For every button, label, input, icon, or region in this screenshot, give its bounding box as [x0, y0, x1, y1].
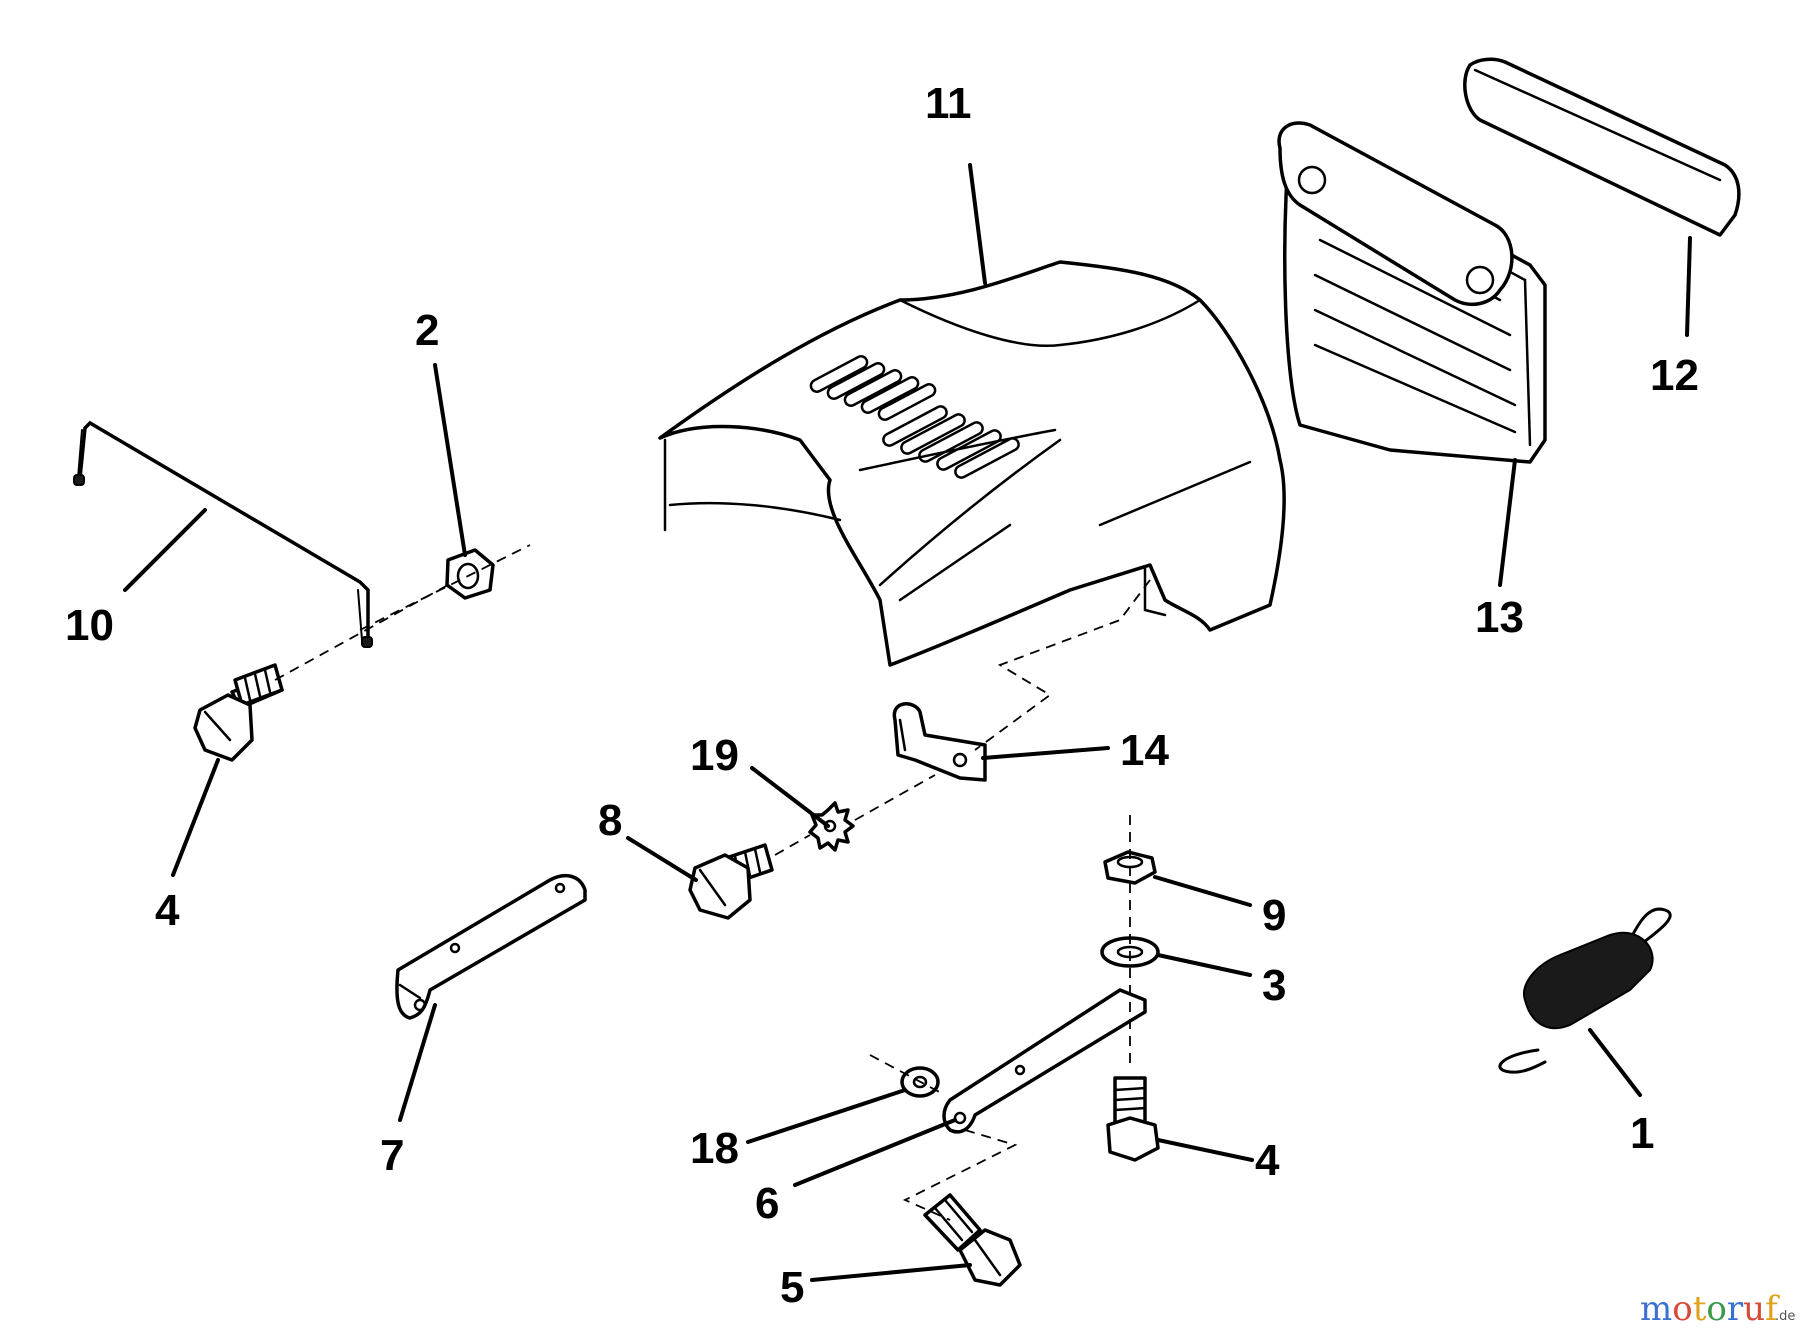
watermark-text: motoruf: [1640, 1289, 1780, 1329]
callout-7: 7: [380, 1131, 404, 1180]
assembly-center-lines: [274, 544, 1151, 1221]
part-13-grille: [1277, 121, 1547, 464]
callout-18: 18: [690, 1124, 739, 1173]
part-12-insert: [1463, 57, 1741, 237]
part-7-strap-bracket: [395, 873, 587, 1020]
callout-9: 9: [1262, 891, 1286, 940]
callout-5: 5: [780, 1263, 804, 1312]
callout-4-left: 4: [155, 886, 180, 935]
callout-labels: 11 2 10 4 12 13 14 19 8 9 3 1 4 7 18 6 5: [65, 79, 1699, 1312]
watermark-suffix: .de: [1775, 1309, 1795, 1324]
part-6-link-strap: [942, 988, 1147, 1134]
callout-11: 11: [925, 79, 972, 128]
callout-10: 10: [65, 601, 114, 650]
callout-8: 8: [598, 796, 622, 845]
callout-leader-lines: [123, 163, 1692, 1282]
callout-2: 2: [415, 306, 439, 355]
callout-12: 12: [1650, 351, 1699, 400]
part-11-hood-cover: [658, 260, 1286, 667]
callout-13: 13: [1475, 593, 1524, 642]
callout-19: 19: [690, 731, 739, 780]
watermark-logo: motoruf .de: [1640, 1289, 1795, 1329]
part-4-bolt-right: [1106, 1076, 1160, 1162]
callout-3: 3: [1262, 961, 1286, 1010]
part-4-bolt-left: [193, 663, 284, 762]
callout-1: 1: [1630, 1109, 1654, 1158]
part-14-bracket-clip: [892, 702, 987, 782]
part-10-wire-rod: [73, 420, 373, 648]
callout-14: 14: [1120, 726, 1169, 775]
part-5-shoulder-bolt: [923, 1193, 1022, 1287]
part-1-spring: [1498, 907, 1672, 1074]
callout-6: 6: [755, 1179, 779, 1228]
callout-4-right: 4: [1255, 1136, 1280, 1185]
part-8-flange-bolt: [688, 843, 774, 920]
hood-vent-slots: [809, 355, 1020, 479]
part-19-star-washer: [808, 801, 855, 852]
